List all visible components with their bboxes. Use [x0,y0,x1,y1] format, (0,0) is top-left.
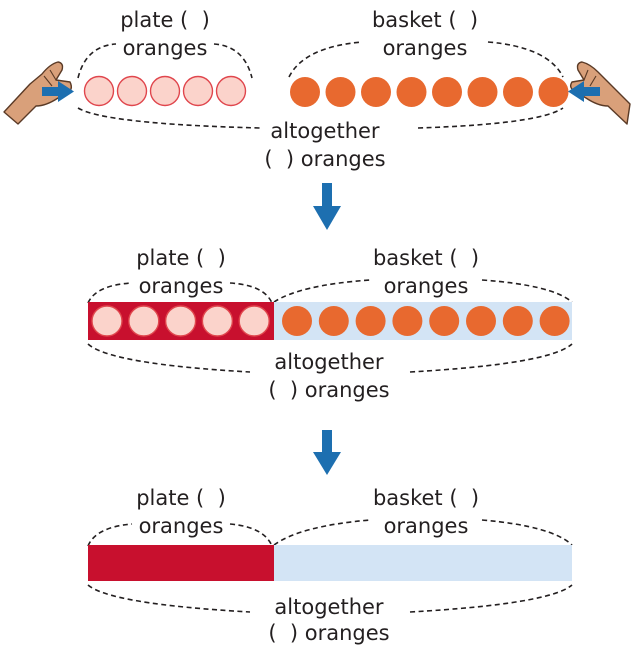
stage3-total-label: altogether [274,595,383,619]
orange-icon [318,306,349,336]
orange-outline-icon [201,305,234,337]
stage1-plate-top-brace [77,43,253,79]
stage2-total-brace [87,343,573,373]
hand-pushing-right-icon [3,61,73,125]
orange-icon [290,77,320,107]
stage2-basket-unit: oranges [384,274,469,298]
stage2-total-label: altogether [274,350,383,374]
orange-outline-icon [116,75,148,107]
orange-icon [467,77,498,107]
stage1-basket-unit: oranges [383,36,468,60]
orange-icon [466,306,496,336]
orange-outline-icon [164,305,197,337]
stage3-basket-label: basket ( ) [373,486,479,510]
orange-icon [361,77,391,107]
stage1-total-brace [77,107,564,129]
orange-icon [396,77,427,107]
stage3-basket-unit: oranges [384,514,469,538]
orange-icon [282,306,312,336]
blue-arrow-icon [42,81,74,102]
stage3-plate-top-brace [87,523,273,547]
stage1-total-unit: ( ) oranges [264,147,385,171]
orange-outline-icon [149,75,181,107]
orange-icon [502,306,533,336]
stage-1-objects: plate ( ) oranges basket ( ) oranges alt… [3,8,631,171]
stage3-plate-bar [88,545,274,581]
stage1-basket-top-brace [288,41,564,78]
orange-icon [432,77,462,107]
orange-outline-icon [238,305,270,337]
orange-icon [503,77,533,107]
orange-icon [539,306,570,336]
stage1-basket-label: basket ( ) [372,8,478,32]
stage3-total-unit: ( ) oranges [268,621,389,645]
orange-outline-icon [128,305,160,337]
stage2-plate-label: plate ( ) [136,246,226,270]
stage3-plate-label: plate ( ) [136,486,226,510]
orange-outline-icon [215,75,247,107]
stage2-total-unit: ( ) oranges [268,378,389,402]
orange-icon [429,306,460,336]
hand-pushing-left-icon [569,61,631,125]
stage2-basket-top-brace [273,279,573,303]
stage3-basket-bar [274,545,572,581]
blue-down-arrow-icon [313,430,341,475]
stage3-basket-top-brace [273,519,573,546]
orange-icon [392,306,423,336]
orange-icon [325,77,356,107]
stage3-total-brace [87,584,573,613]
stage2-basket-label: basket ( ) [373,246,479,270]
stage-3-bar-model: plate ( ) oranges basket ( ) oranges alt… [87,486,573,645]
stage-2-bar-with-oranges: plate ( ) oranges basket ( ) oranges alt… [87,246,573,402]
stage1-plate-unit: oranges [123,36,208,60]
stage3-plate-unit: oranges [139,514,224,538]
stage2-plate-top-brace [87,282,273,304]
stage2-plate-oranges [91,305,270,337]
stage1-total-label: altogether [270,119,379,143]
blue-down-arrow-icon [313,183,341,230]
orange-outline-icon [182,75,214,107]
orange-icon [355,306,386,336]
stage1-plate-oranges [83,75,247,107]
stage1-basket-oranges [290,77,569,107]
orange-outline-icon [83,75,115,107]
stage2-plate-unit: oranges [139,274,224,298]
blue-arrow-icon [568,81,600,102]
stage2-basket-oranges [282,306,570,336]
orange-icon [538,77,569,107]
stage1-plate-label: plate ( ) [120,8,210,32]
orange-outline-icon [91,305,123,337]
